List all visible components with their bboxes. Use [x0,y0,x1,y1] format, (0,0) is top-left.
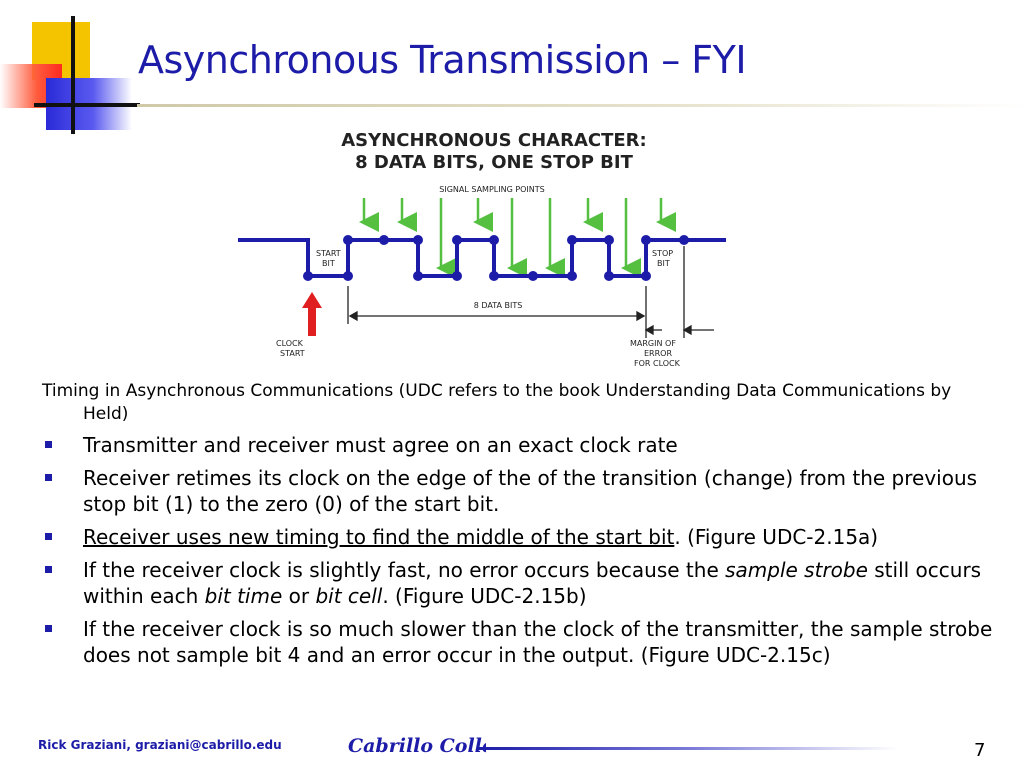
bullet-item: Transmitter and receiver must agree on a… [42,432,1002,458]
horizontal-rule [34,103,140,107]
diagram-title-line1: ASYNCHRONOUS CHARACTER: [341,130,646,151]
start-bit-label-2: BIT [322,259,335,268]
stop-bit-label-1: STOP [652,249,673,258]
clock-start-arrow [302,292,322,336]
bullet-text: Transmitter and receiver must agree on a… [83,433,678,457]
margin-label-2: ERROR [644,349,672,358]
bullet-text: or [282,584,316,608]
sampling-arrows [359,198,676,278]
margin-label-3: FOR CLOCK [634,359,681,368]
bullet-item: If the receiver clock is so much slower … [42,616,1002,668]
title-underline [137,104,1024,107]
slide-title: Asynchronous Transmission – FYI [138,38,747,82]
footer-rule [478,747,898,750]
data-bits-label: 8 DATA BITS [474,301,523,310]
signal-dots [303,235,689,281]
bullet-text: Receiver retimes its clock on the edge o… [83,466,978,516]
footer-author: Rick Graziani, graziani@cabrillo.edu [38,738,282,752]
bullet-item: If the receiver clock is slightly fast, … [42,557,1002,609]
bullet-text: If the receiver clock is slightly fast, … [83,558,726,582]
bullet-square-icon [45,625,52,632]
start-bit-label-1: START [316,249,341,258]
college-logo: Cabrillo College [348,735,486,757]
bullet-text: still occurs within each [83,558,982,608]
margin-label-1: MARGIN OF [630,339,676,348]
clock-start-label-2: START [280,349,305,358]
bullet-square-icon [45,474,52,481]
async-character-diagram: ASYNCHRONOUS CHARACTER: 8 DATA BITS, ONE… [238,130,726,368]
bullet-list: Transmitter and receiver must agree on a… [42,432,1002,668]
corner-logo-decoration [0,0,140,140]
college-logo-text: Cabrillo College [348,735,486,757]
bullet-underlined-text: Receiver uses new timing to find the mid… [83,525,675,549]
bullet-text: . (Figure UDC-2.15b) [382,584,587,608]
bullet-italic-text: bit cell [315,584,383,608]
bullet-italic-text: bit time [204,584,283,608]
clock-start-label-1: CLOCK [276,339,304,348]
page-number: 7 [974,740,986,761]
bullet-italic-text: sample strobe [725,558,868,582]
vertical-rule [71,16,75,134]
bullet-square-icon [45,566,52,573]
bullet-text: . (Figure UDC-2.15a) [674,525,879,549]
signal-waveform [238,238,726,278]
bullet-item: Receiver uses new timing to find the mid… [42,524,1002,550]
bullet-text: If the receiver clock is so much slower … [83,617,993,667]
bullet-square-icon [45,441,52,448]
slide-body: Timing in Asynchronous Communications (U… [42,380,1002,675]
sampling-points-label: SIGNAL SAMPLING POINTS [439,185,545,194]
bullet-item: Receiver retimes its clock on the edge o… [42,465,1002,517]
intro-text: Timing in Asynchronous Communications (U… [42,381,952,424]
stop-bit-label-2: BIT [657,259,670,268]
bullet-square-icon [45,533,52,540]
data-bits-dimension [347,246,714,338]
diagram-title-line2: 8 DATA BITS, ONE STOP BIT [355,152,633,173]
